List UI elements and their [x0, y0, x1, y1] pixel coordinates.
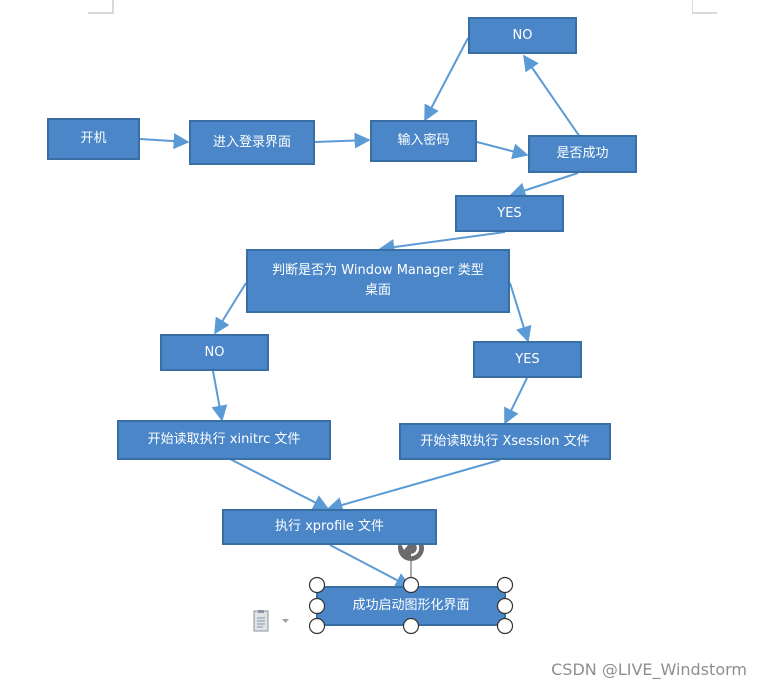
arrow-yes-to-judge [378, 231, 506, 255]
csdn-watermark: CSDN @LIVE_Windstorm [551, 660, 747, 679]
arrow-xinitrc-to-xprofile [229, 458, 330, 510]
node-power-on[interactable]: 开机 [47, 118, 140, 160]
page-corner-mark-left [88, 0, 114, 14]
arrow-yes-to-xsession [504, 377, 528, 425]
node-yes-middle[interactable]: YES [455, 195, 564, 232]
node-exec-xprofile[interactable]: 执行 xprofile 文件 [222, 509, 437, 545]
node-input-password[interactable]: 输入密码 [370, 120, 477, 162]
node-enter-login-screen[interactable]: 进入登录界面 [189, 120, 315, 165]
arrow-poweron-to-login [139, 133, 190, 150]
node-judge-window-manager[interactable]: 判断是否为 Window Manager 类型桌面 [246, 249, 510, 313]
node-is-success[interactable]: 是否成功 [528, 135, 637, 173]
arrow-judge-to-yes [509, 282, 532, 343]
arrow-check-to-no [523, 54, 581, 138]
chevron-down-icon [282, 619, 289, 623]
arrow-no-to-password [424, 37, 469, 122]
arrow-login-to-password [314, 132, 371, 149]
arrow-xsession-to-xprofile [326, 459, 501, 513]
arrow-password-to-check [476, 141, 529, 160]
node-yes-right[interactable]: YES [473, 341, 582, 378]
page-corner-mark-right [692, 0, 717, 14]
node-read-xsession[interactable]: 开始读取执行 Xsession 文件 [399, 423, 611, 460]
arrow-check-to-yes [509, 172, 579, 199]
node-read-xinitrc[interactable]: 开始读取执行 xinitrc 文件 [117, 420, 331, 460]
node-no-top[interactable]: NO [468, 17, 577, 54]
arrow-xprofile-to-gui [329, 544, 412, 588]
arrow-no-to-xinitrc [211, 370, 228, 422]
paste-options-icon[interactable] [252, 610, 294, 634]
node-success-gui[interactable]: 成功启动图形化界面 [316, 586, 506, 626]
node-no-left[interactable]: NO [160, 334, 269, 371]
arrow-judge-to-no [214, 282, 247, 335]
